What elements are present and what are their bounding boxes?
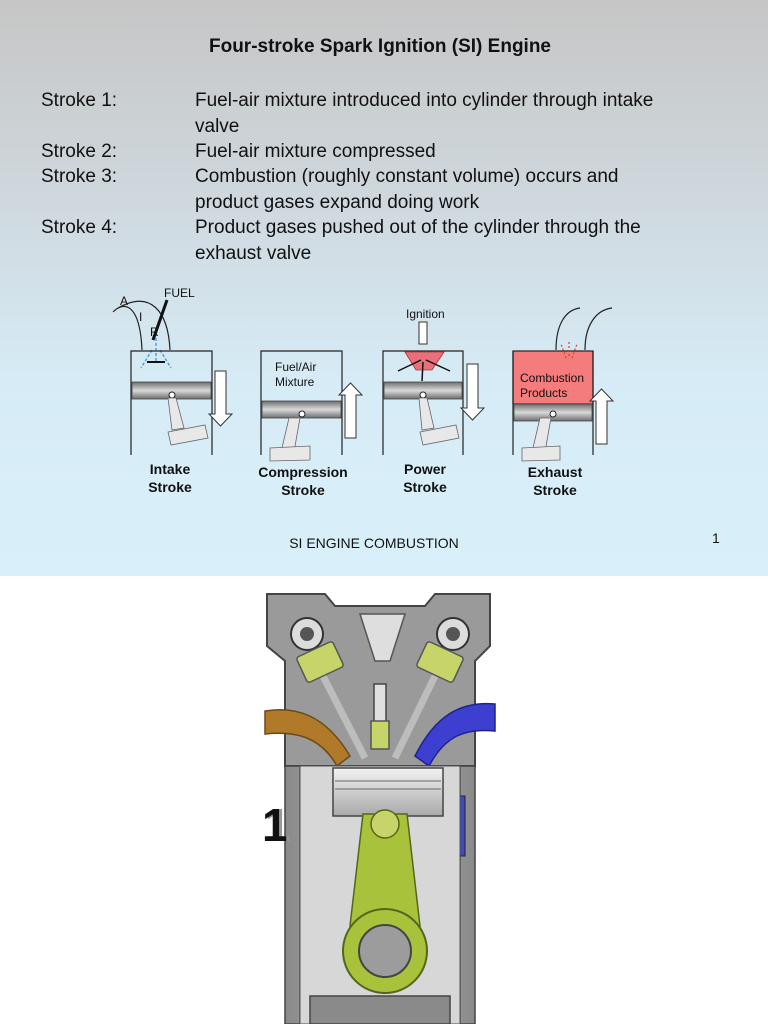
engine-cutaway-illustration (264, 593, 496, 1024)
spark-plug-base (370, 720, 390, 750)
stroke-1-label: Stroke 1: (41, 90, 118, 111)
head-funnel (358, 613, 407, 662)
intake-cylinder (112, 299, 234, 455)
air-letter-a: A (120, 294, 129, 308)
intake-flow-left (140, 349, 153, 369)
exhaust-cylinder (512, 307, 615, 462)
compression-up-arrow-icon (337, 382, 364, 439)
power-cylinder (382, 321, 486, 455)
stroke-1-desc: Fuel-air mixture introduced into cylinde… (195, 88, 735, 139)
exhaust-up-arrow-icon (588, 388, 615, 445)
stroke-number-indicator: 1 (262, 799, 288, 851)
exhaust-wrist-pin (549, 410, 557, 418)
slide: Four-stroke Spark Ignition (SI) Engine S… (0, 0, 768, 576)
compression-caption-line-1: Compression (258, 464, 348, 480)
fuel-label: FUEL (164, 286, 195, 300)
air-letter-r: R (150, 325, 159, 339)
stroke-4-line-2: exhaust valve (195, 242, 312, 264)
stroke-2-label: Stroke 2: (41, 141, 118, 162)
combustion-products-label-1: Combustion (520, 371, 585, 385)
combustion-flame-icon (404, 351, 445, 371)
power-down-arrow-icon (459, 363, 486, 421)
exhaust-duct-right (584, 307, 613, 351)
power-arrow-left (397, 359, 422, 372)
exhaust-flow-right (571, 343, 578, 359)
intake-crank (167, 424, 209, 446)
mixture-label-2: Mixture (275, 375, 315, 389)
intake-down-arrow-icon (207, 370, 234, 427)
intake-caption-line-1: Intake (149, 461, 191, 477)
intake-rod (167, 397, 185, 431)
exhaust-duct-left (555, 307, 581, 351)
intake-wrist-pin (168, 391, 176, 399)
intake-port (264, 708, 351, 768)
crankshaft-journal (358, 924, 412, 978)
compression-cylinder-wall (260, 350, 343, 455)
stroke-2-line-1: Fuel-air mixture compressed (195, 141, 436, 162)
intake-valve-spring (296, 641, 344, 683)
stroke-3-line-1: Combustion (roughly constant volume) occ… (195, 166, 619, 187)
stroke-3-label: Stroke 3: (41, 166, 118, 187)
compression-cylinder (260, 350, 364, 462)
exhaust-cam-hub (446, 627, 460, 641)
stroke-4-desc: Product gases pushed out of the cylinder… (195, 215, 735, 266)
compression-piston (261, 400, 342, 419)
exhaust-caption-line-1: Exhaust (527, 464, 583, 480)
compression-stroke-caption: Compression Stroke (248, 463, 358, 499)
stroke-4-line-1: Product gases pushed out of the cylinder… (195, 217, 641, 238)
power-arrow-down (421, 361, 424, 382)
power-caption-line-1: Power (403, 461, 446, 477)
stroke-3-desc: Combustion (roughly constant volume) occ… (195, 164, 735, 215)
exhaust-crank (521, 445, 561, 462)
intake-air-duct-right (117, 300, 171, 351)
intake-stroke-caption: Intake Stroke (115, 460, 225, 496)
combustion-products-label-2: Products (520, 386, 568, 400)
intake-cylinder-wall (130, 350, 213, 455)
exhaust-stroke-caption: Exhaust Stroke (500, 463, 610, 499)
stroke-2-desc: Fuel-air mixture compressed (195, 139, 735, 165)
intake-valve-stem (319, 674, 369, 760)
compression-wrist-pin (298, 410, 306, 418)
four-stroke-diagram (112, 299, 615, 462)
mixture-label-1: Fuel/Air (275, 360, 317, 374)
intake-cam-hub (300, 627, 314, 641)
power-arrow-right (425, 359, 451, 372)
stroke-1-line-1: Fuel-air mixture introduced into cylinde… (195, 90, 654, 111)
intake-caption-line-2: Stroke (148, 479, 192, 495)
exhaust-caption-line-2: Stroke (533, 482, 577, 498)
slide-title: Four-stroke Spark Ignition (SI) Engine (208, 36, 552, 57)
exhaust-flow-left (560, 343, 567, 359)
power-rod (418, 397, 435, 431)
stroke-4-label: Stroke 4: (41, 217, 118, 238)
compression-caption-line-2: Stroke (281, 482, 325, 498)
slide-footer: SI ENGINE COMBUSTION (289, 535, 459, 551)
compression-crank (269, 445, 311, 462)
exhaust-valve-spring (416, 641, 464, 683)
exhaust-valve-stem (391, 674, 439, 760)
power-cylinder-wall (382, 350, 464, 455)
stroke-3-line-2: product gases expand doing work (195, 191, 480, 213)
spark-plug-icon (418, 321, 428, 345)
exhaust-cylinder-wall (512, 351, 594, 455)
power-wrist-pin (419, 391, 427, 399)
combustion-products-fill (512, 350, 594, 405)
power-caption-line-2: Stroke (403, 479, 447, 495)
piston (332, 767, 444, 817)
ignition-label: Ignition (406, 307, 445, 321)
exhaust-port (414, 702, 496, 768)
intake-flow-right (159, 349, 172, 369)
power-crank (419, 424, 460, 446)
stroke-1-line-2: valve (195, 115, 240, 137)
fuel-injector-icon (151, 299, 169, 341)
crankcase (309, 995, 451, 1024)
page-number: 1 (712, 530, 720, 546)
intake-air-duct-left (112, 305, 143, 351)
air-letter-i: I (139, 310, 143, 324)
wrist-pin (370, 809, 400, 839)
power-stroke-caption: Power Stroke (370, 460, 480, 496)
